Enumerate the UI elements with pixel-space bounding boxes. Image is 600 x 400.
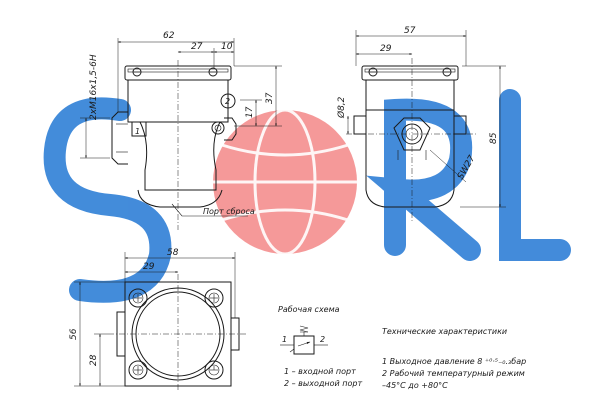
dim-56: 56 (69, 328, 79, 340)
watermark-s-letter (43, 97, 172, 303)
dim-17: 17 (245, 106, 255, 118)
screw-tl (128, 288, 148, 308)
front-dimensions: 62 27 10 2хМ16х1,5-6Н 37 17 (80, 31, 282, 159)
legend-inlet: 1 – входной порт (284, 367, 356, 376)
scheme-port-2: 2 (320, 335, 325, 344)
port-1-label: 1 (135, 127, 140, 136)
dim-29-bottom: 29 (143, 262, 155, 272)
specs-title: Технические характеристики (382, 327, 507, 336)
dim-28: 28 (89, 354, 99, 366)
dim-29-side: 29 (380, 44, 392, 54)
dim-57: 57 (404, 26, 416, 36)
thread-callout: 2хМ16х1,5-6Н (89, 54, 99, 120)
dim-10: 10 (221, 42, 233, 52)
front-view: Порт сброса 1 2 (111, 60, 255, 230)
watermark-l-letter (499, 89, 571, 261)
port-exhaust-label: Порт сброса (203, 207, 255, 216)
screw-tr (204, 288, 224, 308)
bottom-dimensions: 58 29 56 28 (69, 248, 236, 387)
watermark-logo (43, 89, 571, 303)
dim-58: 58 (167, 248, 179, 258)
technical-specs: Технические характеристики 1 Выходное да… (382, 327, 526, 390)
specs-line-2: 2 Рабочий температурный режим (382, 369, 525, 378)
screw-br (204, 360, 224, 380)
dim-37: 37 (265, 92, 275, 104)
dim-27: 27 (191, 42, 203, 52)
side-view (346, 58, 478, 222)
specs-line-3: –45°С до +80°С (382, 381, 448, 390)
dim-85: 85 (489, 132, 499, 144)
scheme-title: Рабочая схема (278, 305, 340, 314)
legend-outlet: 2 – выходной порт (284, 379, 362, 388)
bottom-view (108, 274, 246, 392)
watermark-r-letter (366, 98, 481, 261)
dim-62: 62 (163, 31, 175, 41)
dim-diameter: Ø8,2 (336, 96, 347, 119)
scheme-port-1: 1 (282, 335, 287, 344)
working-scheme: Рабочая схема 1 2 1 – входной порт 2 – в… (278, 305, 362, 388)
specs-line-1: 1 Выходное давление 8 ⁺⁰·⁵₋₀.₃бар (382, 357, 526, 366)
screw-bl (128, 360, 148, 380)
port-2-label: 2 (225, 97, 230, 106)
